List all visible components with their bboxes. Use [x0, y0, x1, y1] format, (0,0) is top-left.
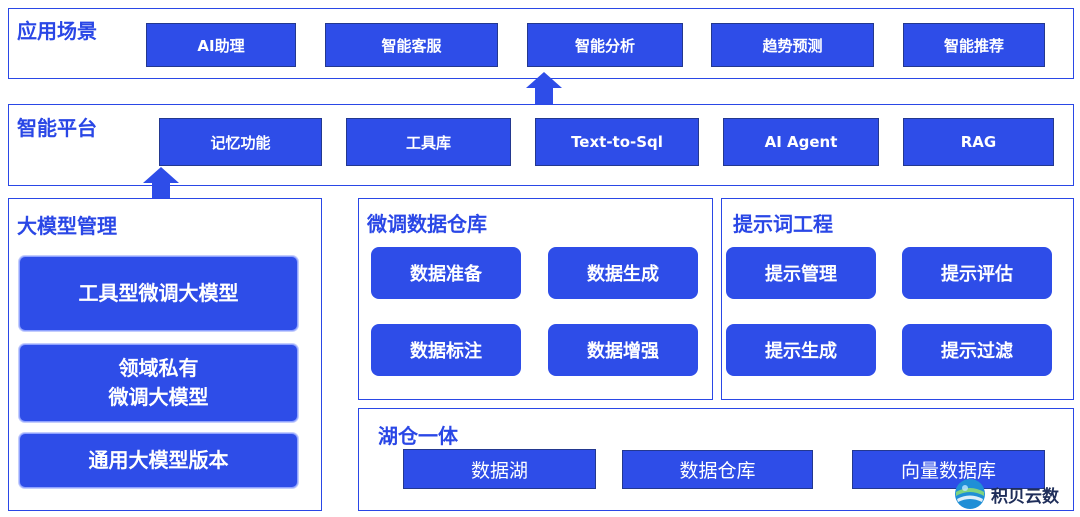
brand-logo: 积贝云数: [953, 474, 1078, 514]
finetune-item-prep[interactable]: 数据准备: [371, 247, 521, 299]
app-item-smart-service[interactable]: 智能客服: [325, 23, 498, 67]
brand-logo-text: 积贝云数: [991, 486, 1059, 507]
platform-title: 智能平台: [17, 116, 97, 140]
prompt-item-manage[interactable]: 提示管理: [726, 247, 876, 299]
platform-item-text-to-sql[interactable]: Text-to-Sql: [535, 118, 699, 166]
prompt-item-evaluate[interactable]: 提示评估: [902, 247, 1052, 299]
app-item-smart-recommend[interactable]: 智能推荐: [903, 23, 1045, 67]
platform-item-rag[interactable]: RAG: [903, 118, 1054, 166]
model-item-tool-finetuned[interactable]: 工具型微调大模型: [19, 256, 298, 331]
model-item-general-version[interactable]: 通用大模型版本: [19, 433, 298, 488]
app-item-ai-assistant[interactable]: AI助理: [146, 23, 296, 67]
finetune-item-augment[interactable]: 数据增强: [548, 324, 698, 376]
platform-item-tool-library[interactable]: 工具库: [346, 118, 511, 166]
lakehouse-item-vector-db[interactable]: 向量数据库: [852, 450, 1045, 489]
finetune-warehouse-title: 微调数据仓库: [367, 212, 487, 236]
app-item-trend-forecast[interactable]: 趋势预测: [711, 23, 874, 67]
prompt-eng-title: 提示词工程: [733, 212, 833, 236]
globe-logo-icon: [955, 479, 985, 509]
up-arrow-icon: [526, 72, 562, 105]
lakehouse-title: 湖仓一体: [378, 424, 458, 448]
application-title: 应用场景: [17, 19, 97, 43]
model-item-domain-private[interactable]: 领域私有 微调大模型: [19, 344, 298, 422]
app-item-smart-analysis[interactable]: 智能分析: [527, 23, 683, 67]
platform-item-memory[interactable]: 记忆功能: [159, 118, 322, 166]
up-arrow-icon: [143, 167, 179, 200]
platform-item-ai-agent[interactable]: AI Agent: [723, 118, 879, 166]
lakehouse-item-data-warehouse[interactable]: 数据仓库: [622, 450, 813, 489]
finetune-item-annotate[interactable]: 数据标注: [371, 324, 521, 376]
prompt-item-generate[interactable]: 提示生成: [726, 324, 876, 376]
prompt-item-filter[interactable]: 提示过滤: [902, 324, 1052, 376]
finetune-item-generate[interactable]: 数据生成: [548, 247, 698, 299]
lakehouse-item-data-lake[interactable]: 数据湖: [403, 449, 596, 489]
model-mgmt-title: 大模型管理: [17, 214, 117, 238]
